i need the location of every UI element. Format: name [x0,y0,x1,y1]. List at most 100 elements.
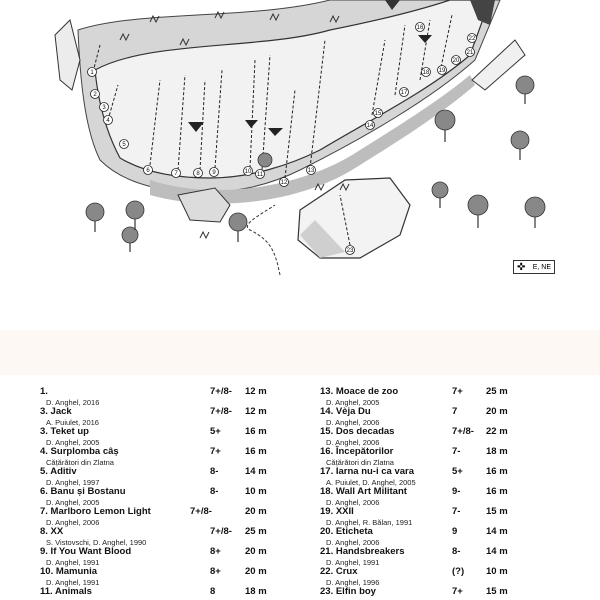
route-marker-13: 13 [307,166,316,175]
route-marker-15: 15 [374,109,383,118]
route-length: 10 m [245,486,267,497]
route-name: 4. Surplomba câș [40,446,119,457]
route-name: 17. Iarna nu-i ca vara [320,466,414,477]
route-name: 23. Elfin boy [320,586,376,597]
route-marker-21: 21 [466,48,475,57]
route-grade: 9 [452,526,457,537]
route-length: 16 m [245,426,267,437]
route-grade: 7- [452,446,460,457]
route-marker-17: 17 [400,88,409,97]
separator-band [0,330,600,375]
topo-map: 1 2 3 4 5 6 7 8 9 10 11 12 13 14 15 16 1… [0,0,600,330]
route-grade: (?) [452,566,464,577]
svg-text:10: 10 [245,169,252,175]
route-length: 20 m [245,506,267,517]
route-name: 16. Începătorilor [320,446,393,457]
route-length: 15 m [486,586,508,597]
route-grade: 7 [452,406,457,417]
route-grade: 5+ [452,466,463,477]
route-length: 10 m [486,566,508,577]
route-grade: 7+/8- [190,506,212,517]
route-name: 3. Teket up [40,426,89,437]
route-name: 5. Aditiv [40,466,77,477]
route-marker-18: 18 [422,68,431,77]
svg-text:13: 13 [308,168,315,174]
route-marker-8: 8 [194,169,203,178]
route-length: 25 m [486,386,508,397]
route-grade: 7+ [452,586,463,597]
route-marker-12: 12 [280,178,289,187]
route-name: 1. [40,386,48,397]
route-grade: 8+ [210,546,221,557]
route-length: 25 m [245,526,267,537]
route-marker-6: 6 [144,166,153,175]
route-marker-7: 7 [172,169,181,178]
route-name: 10. Mamunia [40,566,97,577]
route-grade: 7+/8- [452,426,474,437]
route-grade: 7+/8- [210,526,232,537]
route-name: 18. Wall Art Militant [320,486,407,497]
route-grade: 7+ [452,386,463,397]
svg-text:14: 14 [367,123,374,129]
route-marker-4: 4 [104,116,113,125]
route-marker-11: 11 [256,170,265,179]
svg-text:20: 20 [453,58,460,64]
route-name: 3. Jack [40,406,72,417]
route-length: 18 m [486,446,508,457]
route-grade: 8- [210,486,218,497]
route-length: 16 m [245,446,267,457]
route-length: 14 m [245,466,267,477]
route-length: 20 m [245,546,267,557]
route-marker-22: 22 [468,34,477,43]
route-name: 14. Vèja Du [320,406,371,417]
route-name: 19. XXII [320,506,354,517]
route-name: 7. Marlboro Lemon Light [40,506,151,517]
route-grade: 7- [452,506,460,517]
route-marker-16: 16 [416,23,425,32]
route-name: 20. Eticheta [320,526,373,537]
route-length: 18 m [245,586,267,597]
route-length: 12 m [245,406,267,417]
route-grade: 7+/8- [210,386,232,397]
route-name: 21. Handsbreakers [320,546,405,557]
route-length: 14 m [486,526,508,537]
svg-text:21: 21 [467,50,474,56]
route-grade: 7+/8- [210,406,232,417]
svg-text:23: 23 [347,248,354,254]
route-marker-19: 19 [438,66,447,75]
route-marker-3: 3 [100,103,109,112]
route-name: 15. Dos decadas [320,426,394,437]
route-marker-1: 1 [88,68,97,77]
route-marker-20: 20 [452,56,461,65]
svg-text:12: 12 [281,180,288,186]
route-grade: 7+ [210,446,221,457]
route-grade: 8 [210,586,215,597]
route-name: 13. Moace de zoo [320,386,398,397]
svg-text:19: 19 [439,68,446,74]
compass-orientation: ✜ E, NE [513,260,555,274]
route-length: 12 m [245,386,267,397]
route-grade: 5+ [210,426,221,437]
svg-text:22: 22 [469,36,476,42]
route-marker-9: 9 [210,168,219,177]
route-marker-23: 23 [346,246,355,255]
svg-text:15: 15 [375,111,382,117]
route-marker-10: 10 [244,167,253,176]
route-grade: 9- [452,486,460,497]
route-length: 20 m [245,566,267,577]
route-grade: 8- [210,466,218,477]
svg-text:16: 16 [417,25,424,31]
route-length: 15 m [486,506,508,517]
route-marker-2: 2 [91,90,100,99]
compass-label: E, NE [533,264,551,271]
route-length: 20 m [486,406,508,417]
crag-topo-drawing: 1 2 3 4 5 6 7 8 9 10 11 12 13 14 15 16 1… [0,0,600,330]
route-name: 9. If You Want Blood [40,546,131,557]
route-length: 16 m [486,466,508,477]
route-name: 6. Banu și Bostanu [40,486,126,497]
route-length: 22 m [486,426,508,437]
route-length: 16 m [486,486,508,497]
route-list: 1. 7+/8- 12 m D. Anghel, 2016 3. Jack 7+… [0,375,600,600]
svg-text:18: 18 [423,70,430,76]
svg-text:17: 17 [401,90,408,96]
